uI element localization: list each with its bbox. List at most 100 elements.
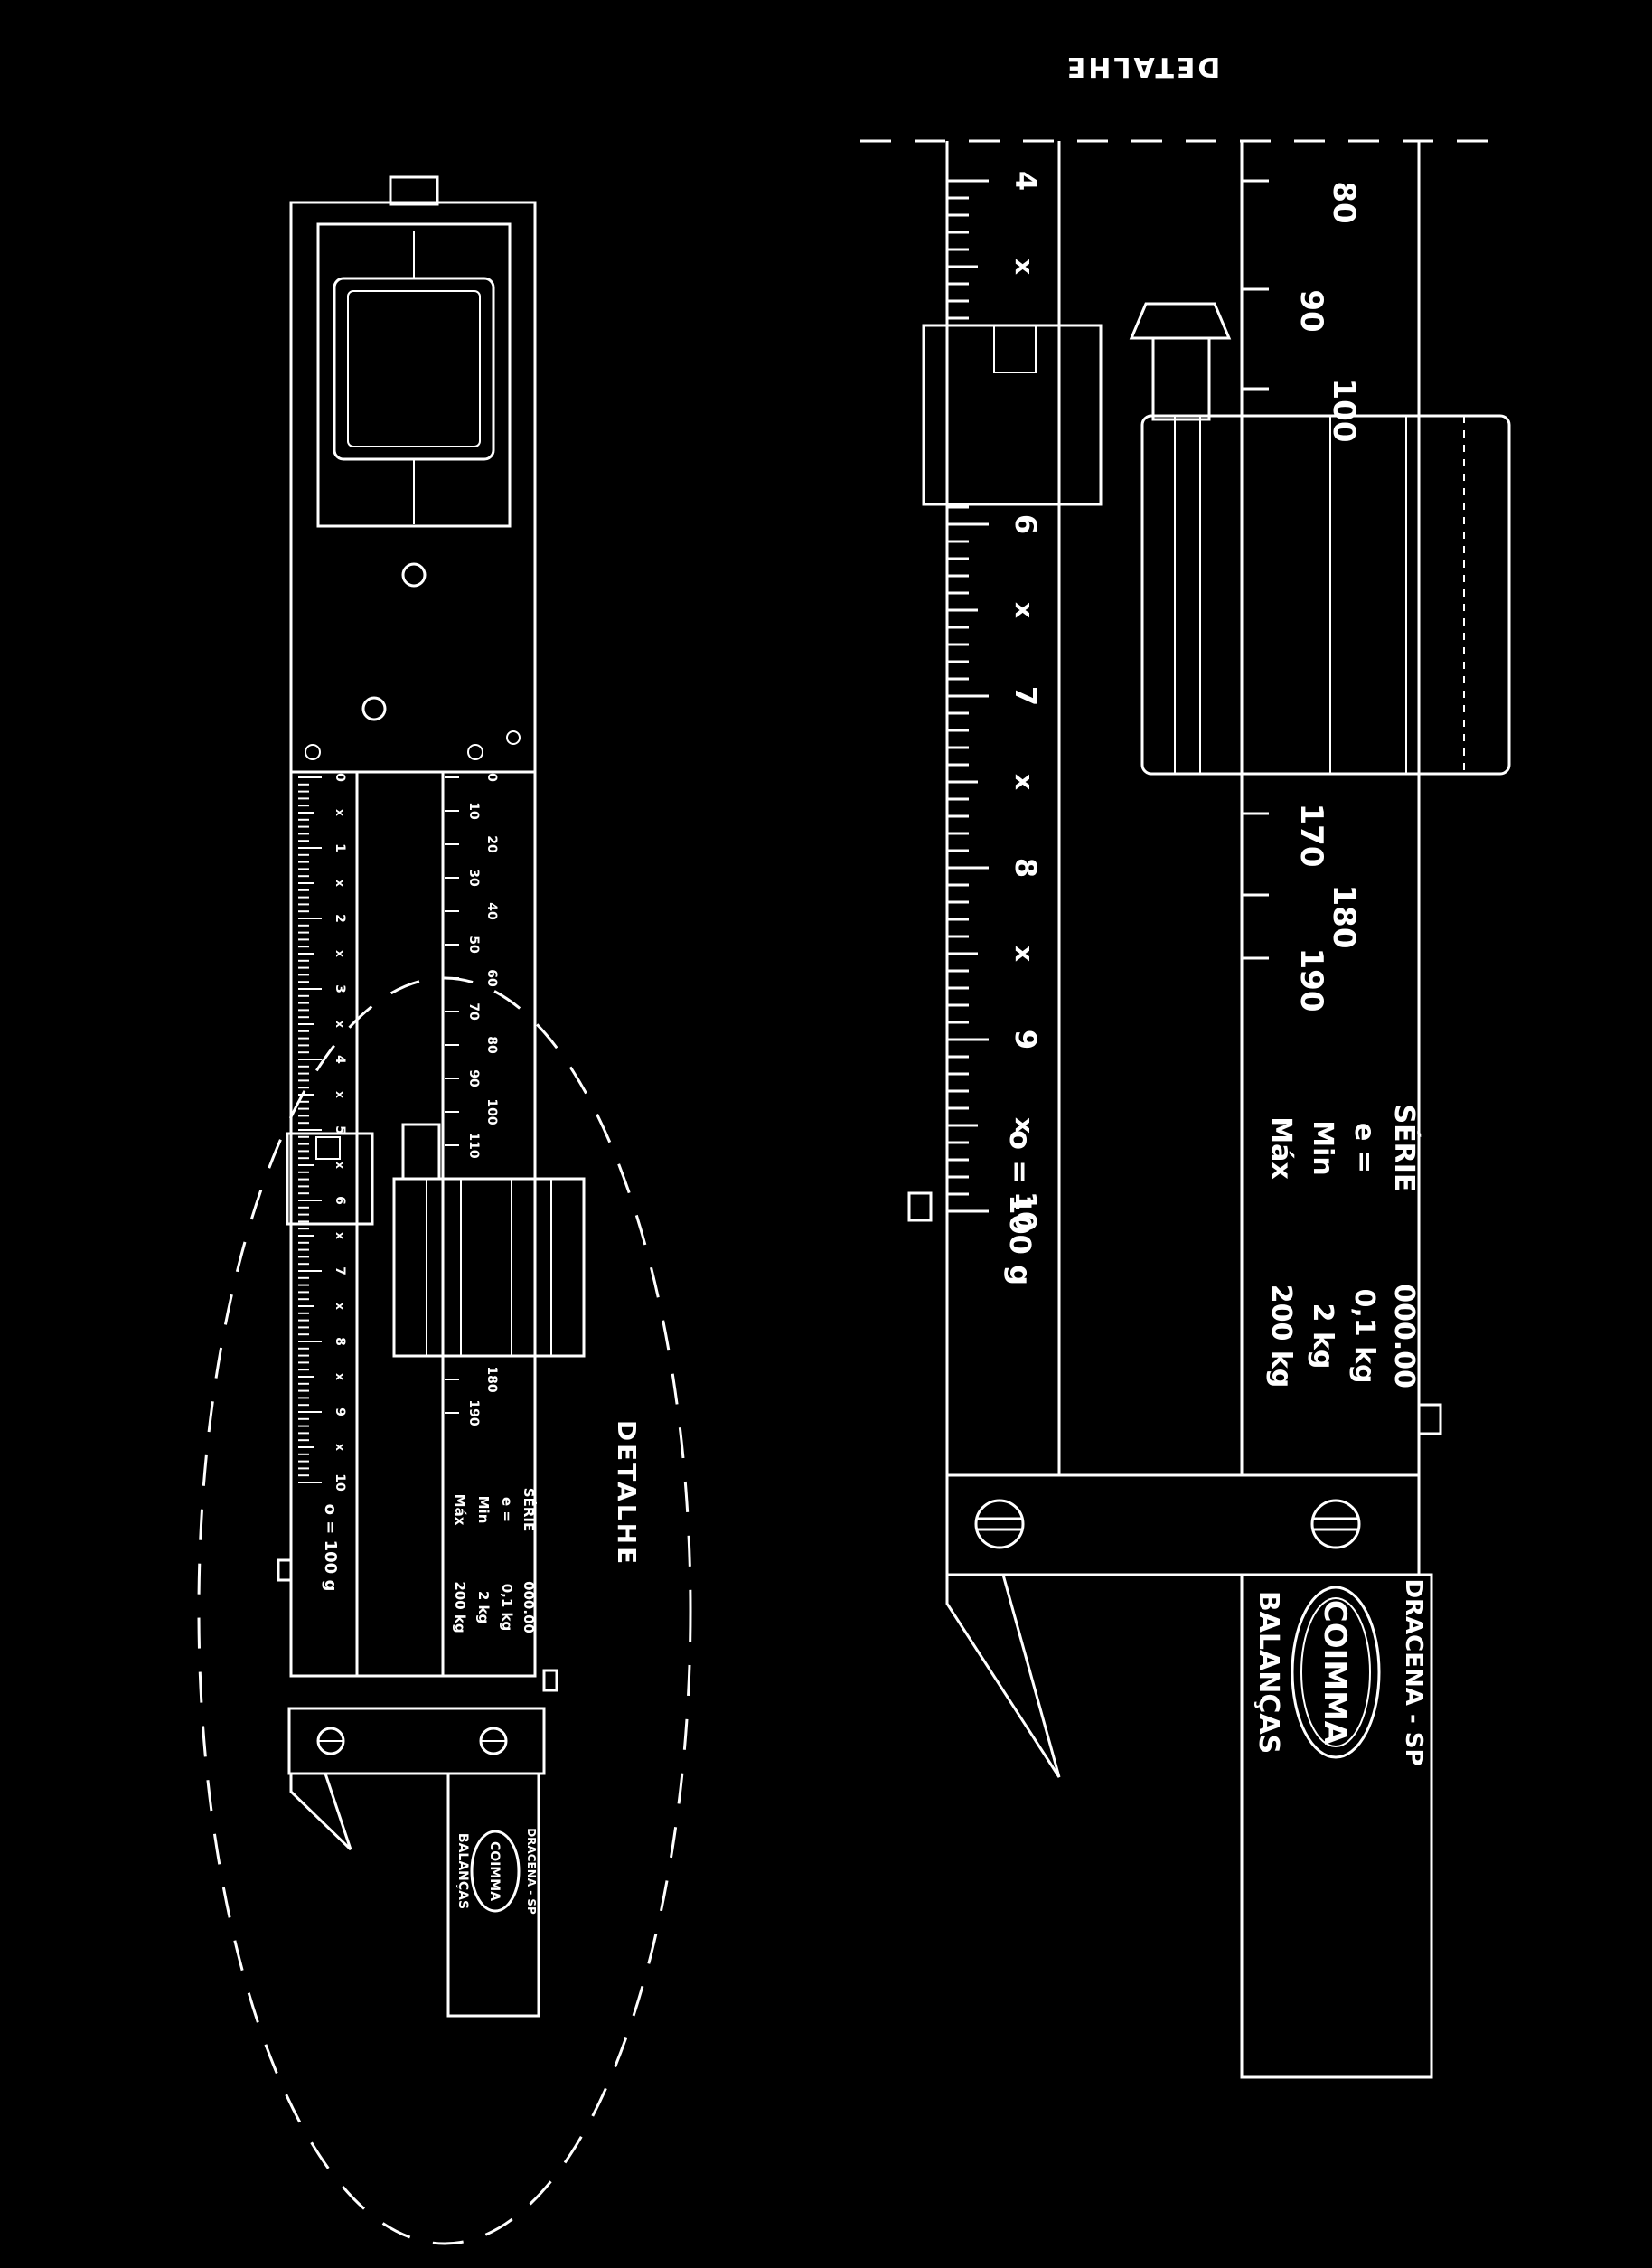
- detail-coarse-label: 190: [1293, 948, 1329, 1012]
- overview-roller: [333, 277, 495, 461]
- fine-separator: x: [333, 1373, 346, 1380]
- fine-label: 5: [333, 1125, 347, 1134]
- detail-small-rider: [922, 324, 1103, 506]
- fine-separator: x: [333, 1162, 346, 1169]
- detail-beam-marking: o = 100 g: [1003, 1130, 1037, 1285]
- coarse-label: 20: [484, 835, 499, 853]
- fine-label: 8: [333, 1337, 347, 1346]
- overview-spec-serie-value: 000.00: [521, 1581, 537, 1633]
- fine-separator: x: [333, 880, 346, 887]
- overview-beam-tail: [446, 1772, 540, 2018]
- detail-coarse-label: 170: [1293, 804, 1329, 868]
- overview-detail-label: DETALHE: [612, 1420, 642, 1567]
- fine-label: 9: [333, 1407, 347, 1416]
- detail-side-pin-1: [907, 1191, 933, 1222]
- overview-spec-serie: SÉRIE: [521, 1488, 538, 1531]
- fine-label: 3: [333, 984, 347, 993]
- detail-fine-separator: x: [1009, 946, 1039, 962]
- detail-pointer-cap: [1129, 302, 1232, 340]
- fine-label: 4: [333, 1055, 347, 1064]
- detail-logo-oval: [1291, 1586, 1381, 1759]
- overview-company-name: BALANÇAS: [455, 1833, 470, 1909]
- fine-label: 1: [333, 843, 347, 852]
- overview-logo-oval: [470, 1830, 521, 1913]
- detail-coarse-label: 180: [1326, 885, 1362, 949]
- overview-side-pin: [542, 1669, 558, 1692]
- fine-separator: x: [333, 1021, 346, 1028]
- coarse-label: 10: [466, 802, 481, 820]
- detail-coarse-label: 90: [1293, 289, 1329, 332]
- detail-pointer: [1151, 336, 1211, 421]
- detail-large-rider: [1140, 414, 1511, 776]
- detail-fine-separator: x: [1009, 774, 1039, 790]
- fine-separator: x: [333, 1444, 346, 1451]
- overview-small-rider: [286, 1132, 374, 1226]
- coarse-label: 70: [466, 1002, 481, 1021]
- fine-label: 7: [333, 1266, 347, 1275]
- overview-spec-e: e =: [499, 1497, 515, 1522]
- overview-hole-1: [401, 562, 427, 588]
- detail-logo-text: COIMMA: [1317, 1600, 1353, 1746]
- detail-spec-e-value: 0,1 kg: [1348, 1288, 1380, 1383]
- detail-spec-serie-value: 000.00: [1388, 1284, 1420, 1388]
- fine-separator: x: [333, 950, 346, 957]
- coarse-label: 190: [466, 1399, 481, 1426]
- detail-title: DETALHE: [1065, 51, 1220, 82]
- coarse-label: 180: [484, 1366, 499, 1392]
- detail-spec-max-value: 200 kg: [1265, 1285, 1297, 1388]
- overview-logo-text: COIMMA: [487, 1841, 502, 1901]
- overview-spec-min-value: 2 kg: [475, 1591, 492, 1623]
- coarse-label: 0: [484, 773, 499, 782]
- detail-coarse-label: 80: [1326, 181, 1362, 223]
- detail-company-city: DRACENA - SP: [1400, 1578, 1427, 1765]
- overview-coarse-scale: [445, 776, 459, 1414]
- fine-label: 2: [333, 914, 347, 923]
- coarse-label: 40: [484, 902, 499, 920]
- detail-beam-tail: [1240, 1573, 1433, 2079]
- detail-fine-label: 9: [1009, 1030, 1043, 1049]
- overview-screw-1: [305, 744, 321, 760]
- overview-top-knob: [389, 175, 439, 206]
- overview-screw-2: [467, 744, 483, 760]
- detail-spec-serie: SÉRIE: [1388, 1105, 1421, 1192]
- fine-label: 6: [333, 1196, 347, 1205]
- overview-side-pin-2: [277, 1558, 293, 1582]
- detail-company-name: BALANÇAS: [1253, 1591, 1284, 1754]
- coarse-label: 60: [484, 969, 499, 987]
- detail-fine-separator: x: [1009, 1117, 1039, 1134]
- overview-spec-max: Máx: [452, 1494, 468, 1526]
- overview-fine-scale: [298, 776, 322, 1483]
- coarse-label: 90: [466, 1069, 481, 1087]
- overview-spec-max-value: 200 kg: [452, 1581, 468, 1633]
- detail-side-pin-2: [1417, 1403, 1442, 1435]
- overview-mechanism-box: [316, 222, 512, 528]
- overview-spec-e-value: 0,1 kg: [499, 1584, 515, 1632]
- fine-label: 0: [333, 773, 347, 782]
- overview-roller-inner: [347, 290, 481, 447]
- coarse-label: 50: [466, 936, 481, 954]
- detail-fine-scale: [947, 179, 989, 1213]
- detail-fine-label: 7: [1009, 686, 1043, 706]
- detail-fine-label: 8: [1009, 858, 1043, 878]
- detail-spec-min-value: 2 kg: [1307, 1303, 1338, 1369]
- detail-coarse-scale: [1242, 179, 1269, 960]
- overview-spec-min: Min: [475, 1496, 492, 1524]
- detail-coarse-label: 100: [1326, 379, 1362, 443]
- fine-separator: x: [333, 809, 346, 816]
- detail-knife-edge: [945, 1574, 1061, 1778]
- detail-spec-e: e =: [1348, 1123, 1380, 1173]
- detail-spec-min: Min: [1307, 1120, 1338, 1176]
- detail-fine-label: 6: [1009, 514, 1043, 534]
- fine-separator: x: [333, 1091, 346, 1098]
- detail-spec-max: Máx: [1265, 1116, 1297, 1179]
- detail-clamp-screw-2: [1310, 1499, 1361, 1549]
- fine-label: 10: [333, 1473, 347, 1492]
- overview-beam-marking: o = 100 g: [321, 1504, 340, 1592]
- fine-separator: x: [333, 1232, 346, 1239]
